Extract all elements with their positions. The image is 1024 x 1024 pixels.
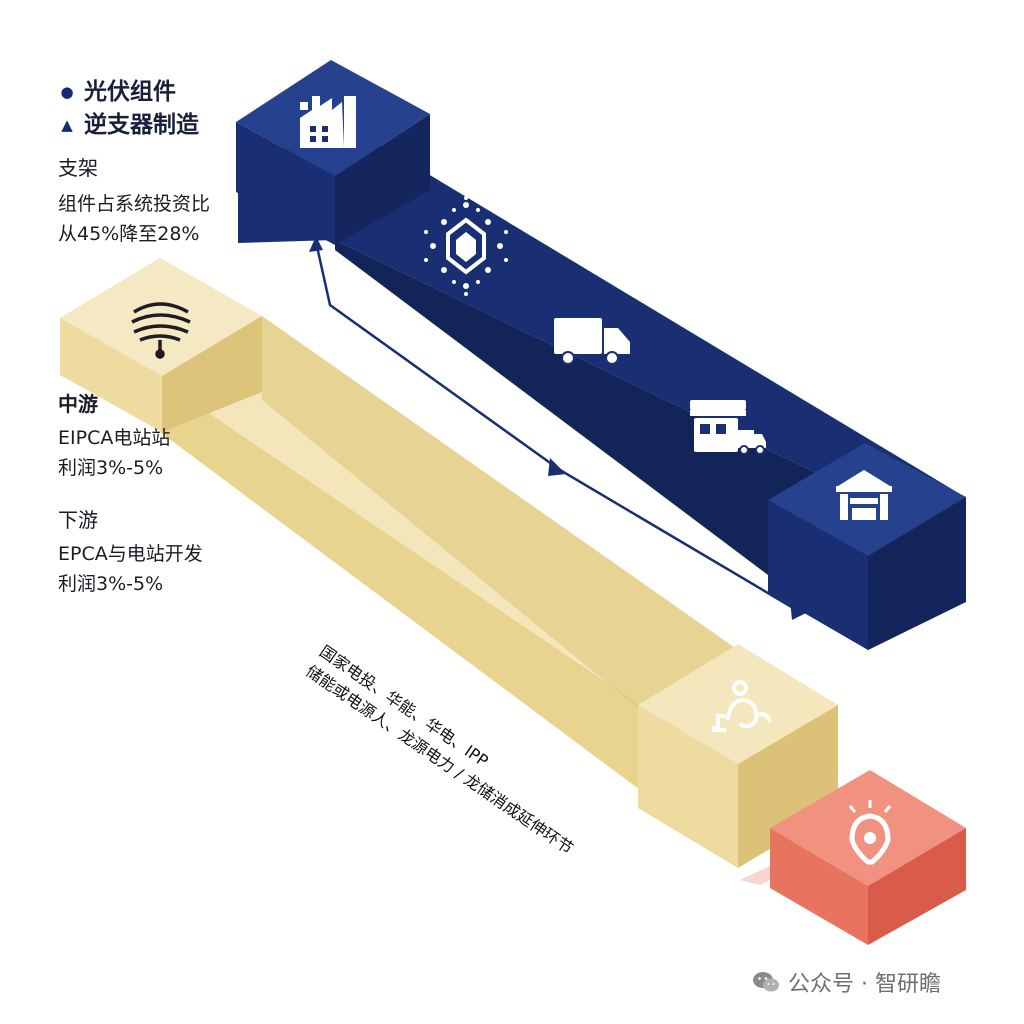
triangle-marker-icon: ▲ — [61, 116, 73, 134]
coral-cube — [740, 770, 966, 945]
downstream-line: EPCA与电站开发 — [58, 543, 203, 565]
navy-cube-end-side — [868, 497, 966, 650]
lightbulb-icon — [848, 800, 892, 865]
coral-cube-front — [770, 828, 868, 945]
gold-cube-start-top — [60, 258, 262, 376]
midstream-title: 中游 — [58, 392, 98, 416]
navy-cube-start-front — [236, 122, 335, 245]
gold-cube-end — [638, 644, 838, 868]
downstream-section: 下游 EPCA与电站开发 利润3%-5% — [58, 505, 203, 599]
midstream-line: 利润3%-5% — [58, 457, 164, 479]
watermark-text: 公众号 · 智研瞻 — [788, 972, 941, 997]
navy-cube-start-side — [335, 114, 430, 245]
midstream-line: EIPCA电站站 — [58, 427, 171, 449]
downstream-title: 下游 — [58, 508, 98, 532]
power-station-icon — [836, 470, 892, 520]
arrow-head-start — [309, 236, 323, 252]
gold-beam-side — [262, 316, 738, 790]
arrow-head-middle — [548, 458, 566, 476]
navy-cube-end-front — [768, 500, 868, 650]
gold-beam-front — [160, 380, 640, 790]
legend-label: 光伏组件 — [84, 79, 176, 105]
watermark: 公众号 · 智研瞻 — [752, 966, 941, 998]
support-line: 从45%降至28% — [58, 223, 200, 245]
legend: ● 光伏组件 ▲ 逆支器制造 — [58, 76, 199, 142]
downstream-line: 利润3%-5% — [58, 573, 164, 595]
gold-cube-start-front — [60, 318, 162, 432]
legend-label: 逆支器制造 — [84, 112, 199, 138]
flow-line — [314, 241, 801, 614]
support-title: 支架 — [58, 156, 98, 180]
wechat-icon — [753, 972, 779, 992]
gold-cube-end-front — [638, 705, 738, 868]
factory-icon — [300, 96, 356, 148]
worker-icon — [712, 680, 772, 732]
chip-icon — [424, 196, 508, 296]
flow-arrows — [309, 236, 808, 620]
support-line: 组件占系统投资比 — [58, 193, 211, 215]
gold-cube-end-top — [638, 644, 838, 764]
legend-item-inverter: ▲ 逆支器制造 — [58, 109, 199, 142]
midstream-section: 中游 EIPCA电站站 利润3%-5% — [58, 389, 170, 483]
arrow-head-end — [790, 600, 808, 620]
gold-cube-start — [60, 258, 262, 432]
gold-cube-end-side — [738, 705, 838, 868]
support-section: 支架 组件占系统投资比 从45%降至28% — [58, 153, 210, 249]
gold-cube-start-side — [162, 316, 262, 432]
truck-icon — [554, 318, 630, 365]
legend-item-modules: ● 光伏组件 — [58, 76, 199, 109]
coral-cube-side — [868, 828, 966, 945]
storefront-truck-icon — [690, 400, 766, 455]
circle-marker-icon: ● — [60, 83, 74, 101]
antenna-icon — [131, 302, 191, 359]
